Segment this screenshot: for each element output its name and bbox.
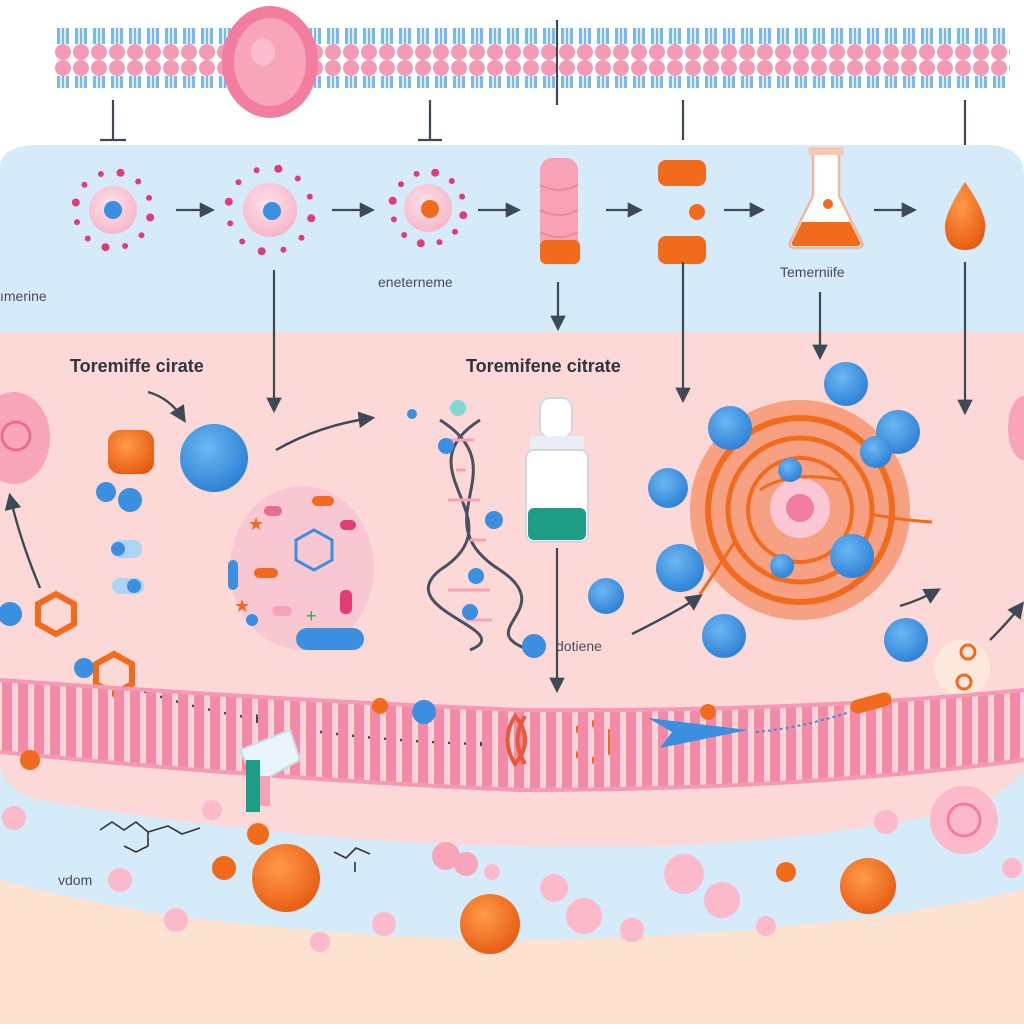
drug-droplet <box>944 182 986 250</box>
label-title-center: Toremifene citrate <box>466 356 621 376</box>
membrane-ligands <box>372 692 892 768</box>
ligand-dot <box>413 170 420 177</box>
ligand-dot <box>239 238 246 245</box>
target-tumor-cell <box>690 400 933 620</box>
ligand-dot <box>97 171 104 177</box>
dna-helix <box>407 400 546 658</box>
ligand-dot <box>298 234 305 241</box>
ligand-dot <box>253 167 260 174</box>
svg-text:★: ★ <box>248 514 264 534</box>
ligand-dot <box>448 178 455 184</box>
membrane-connectors <box>100 20 967 145</box>
ligand-dot <box>135 178 142 185</box>
drug-bottle <box>525 397 589 543</box>
blue-sphere-center <box>588 578 624 614</box>
ligand-dot <box>138 232 145 239</box>
ligand-dot <box>416 239 425 248</box>
small-blue-spheres-left <box>0 602 94 678</box>
ligand-dot <box>306 193 313 200</box>
ligand-dot <box>146 213 155 222</box>
ligand-dot <box>390 216 397 223</box>
vertical-arrows <box>266 262 973 694</box>
ligand-dot <box>459 193 466 200</box>
membrane-receptor <box>222 6 318 118</box>
ligand-dot <box>274 164 283 173</box>
blue-beads <box>96 482 144 594</box>
ligand-dot <box>74 219 80 226</box>
right-edge-cell <box>934 396 1024 696</box>
ligand-dot <box>280 246 287 253</box>
receptor-complex-1 <box>89 186 137 234</box>
orange-cube <box>108 430 154 474</box>
ligand-dot <box>122 243 129 249</box>
ligand-dot <box>71 198 80 207</box>
orange-capsules <box>658 160 706 264</box>
erlenmeyer-flask <box>788 147 864 250</box>
large-blue-sphere <box>180 424 248 492</box>
receptor-complex-3 <box>404 184 452 232</box>
pink-column <box>539 158 580 264</box>
plasma-membrane <box>55 28 1010 88</box>
protein-cluster: ★ ★ + <box>228 486 374 650</box>
left-cell-edge <box>0 392 50 484</box>
ligand-dot <box>431 168 440 177</box>
ligand-dot <box>459 211 468 220</box>
ligand-dot <box>452 228 458 235</box>
label-bottom-center: dotiene <box>556 638 602 654</box>
ligand-dot <box>398 181 404 188</box>
ligand-dot <box>257 247 266 256</box>
ligand-dot <box>224 197 233 206</box>
ligand-dot <box>307 214 316 223</box>
svg-text:★: ★ <box>234 596 250 616</box>
ligand-dot <box>146 194 152 201</box>
ligand-dot <box>436 239 443 246</box>
svg-text:+: + <box>306 606 317 626</box>
label-title-left: Toremiffe cirate <box>70 356 204 376</box>
ligand-dot <box>227 220 234 227</box>
ligand-dot <box>101 243 110 252</box>
ligand-dot <box>81 181 88 188</box>
chemical-structure <box>99 821 371 872</box>
label-center-top: eneterneme <box>378 274 453 290</box>
membrane-channel <box>238 728 302 812</box>
lower-particles <box>2 750 1022 954</box>
ligand-dot <box>116 168 125 177</box>
ligand-dot <box>388 196 397 205</box>
ligand-dot <box>294 175 301 182</box>
label-left-edge: ımerine <box>0 288 47 304</box>
ligand-dots <box>71 164 468 256</box>
ligand-dot <box>401 232 408 238</box>
label-flask: Temerniife <box>780 264 845 280</box>
label-bottom-left: vdom <box>58 872 93 888</box>
ligand-dot <box>235 179 242 186</box>
receptor-complex-2 <box>243 183 297 237</box>
ligand-dot <box>84 235 91 242</box>
cell-blue-spheres <box>648 362 928 662</box>
